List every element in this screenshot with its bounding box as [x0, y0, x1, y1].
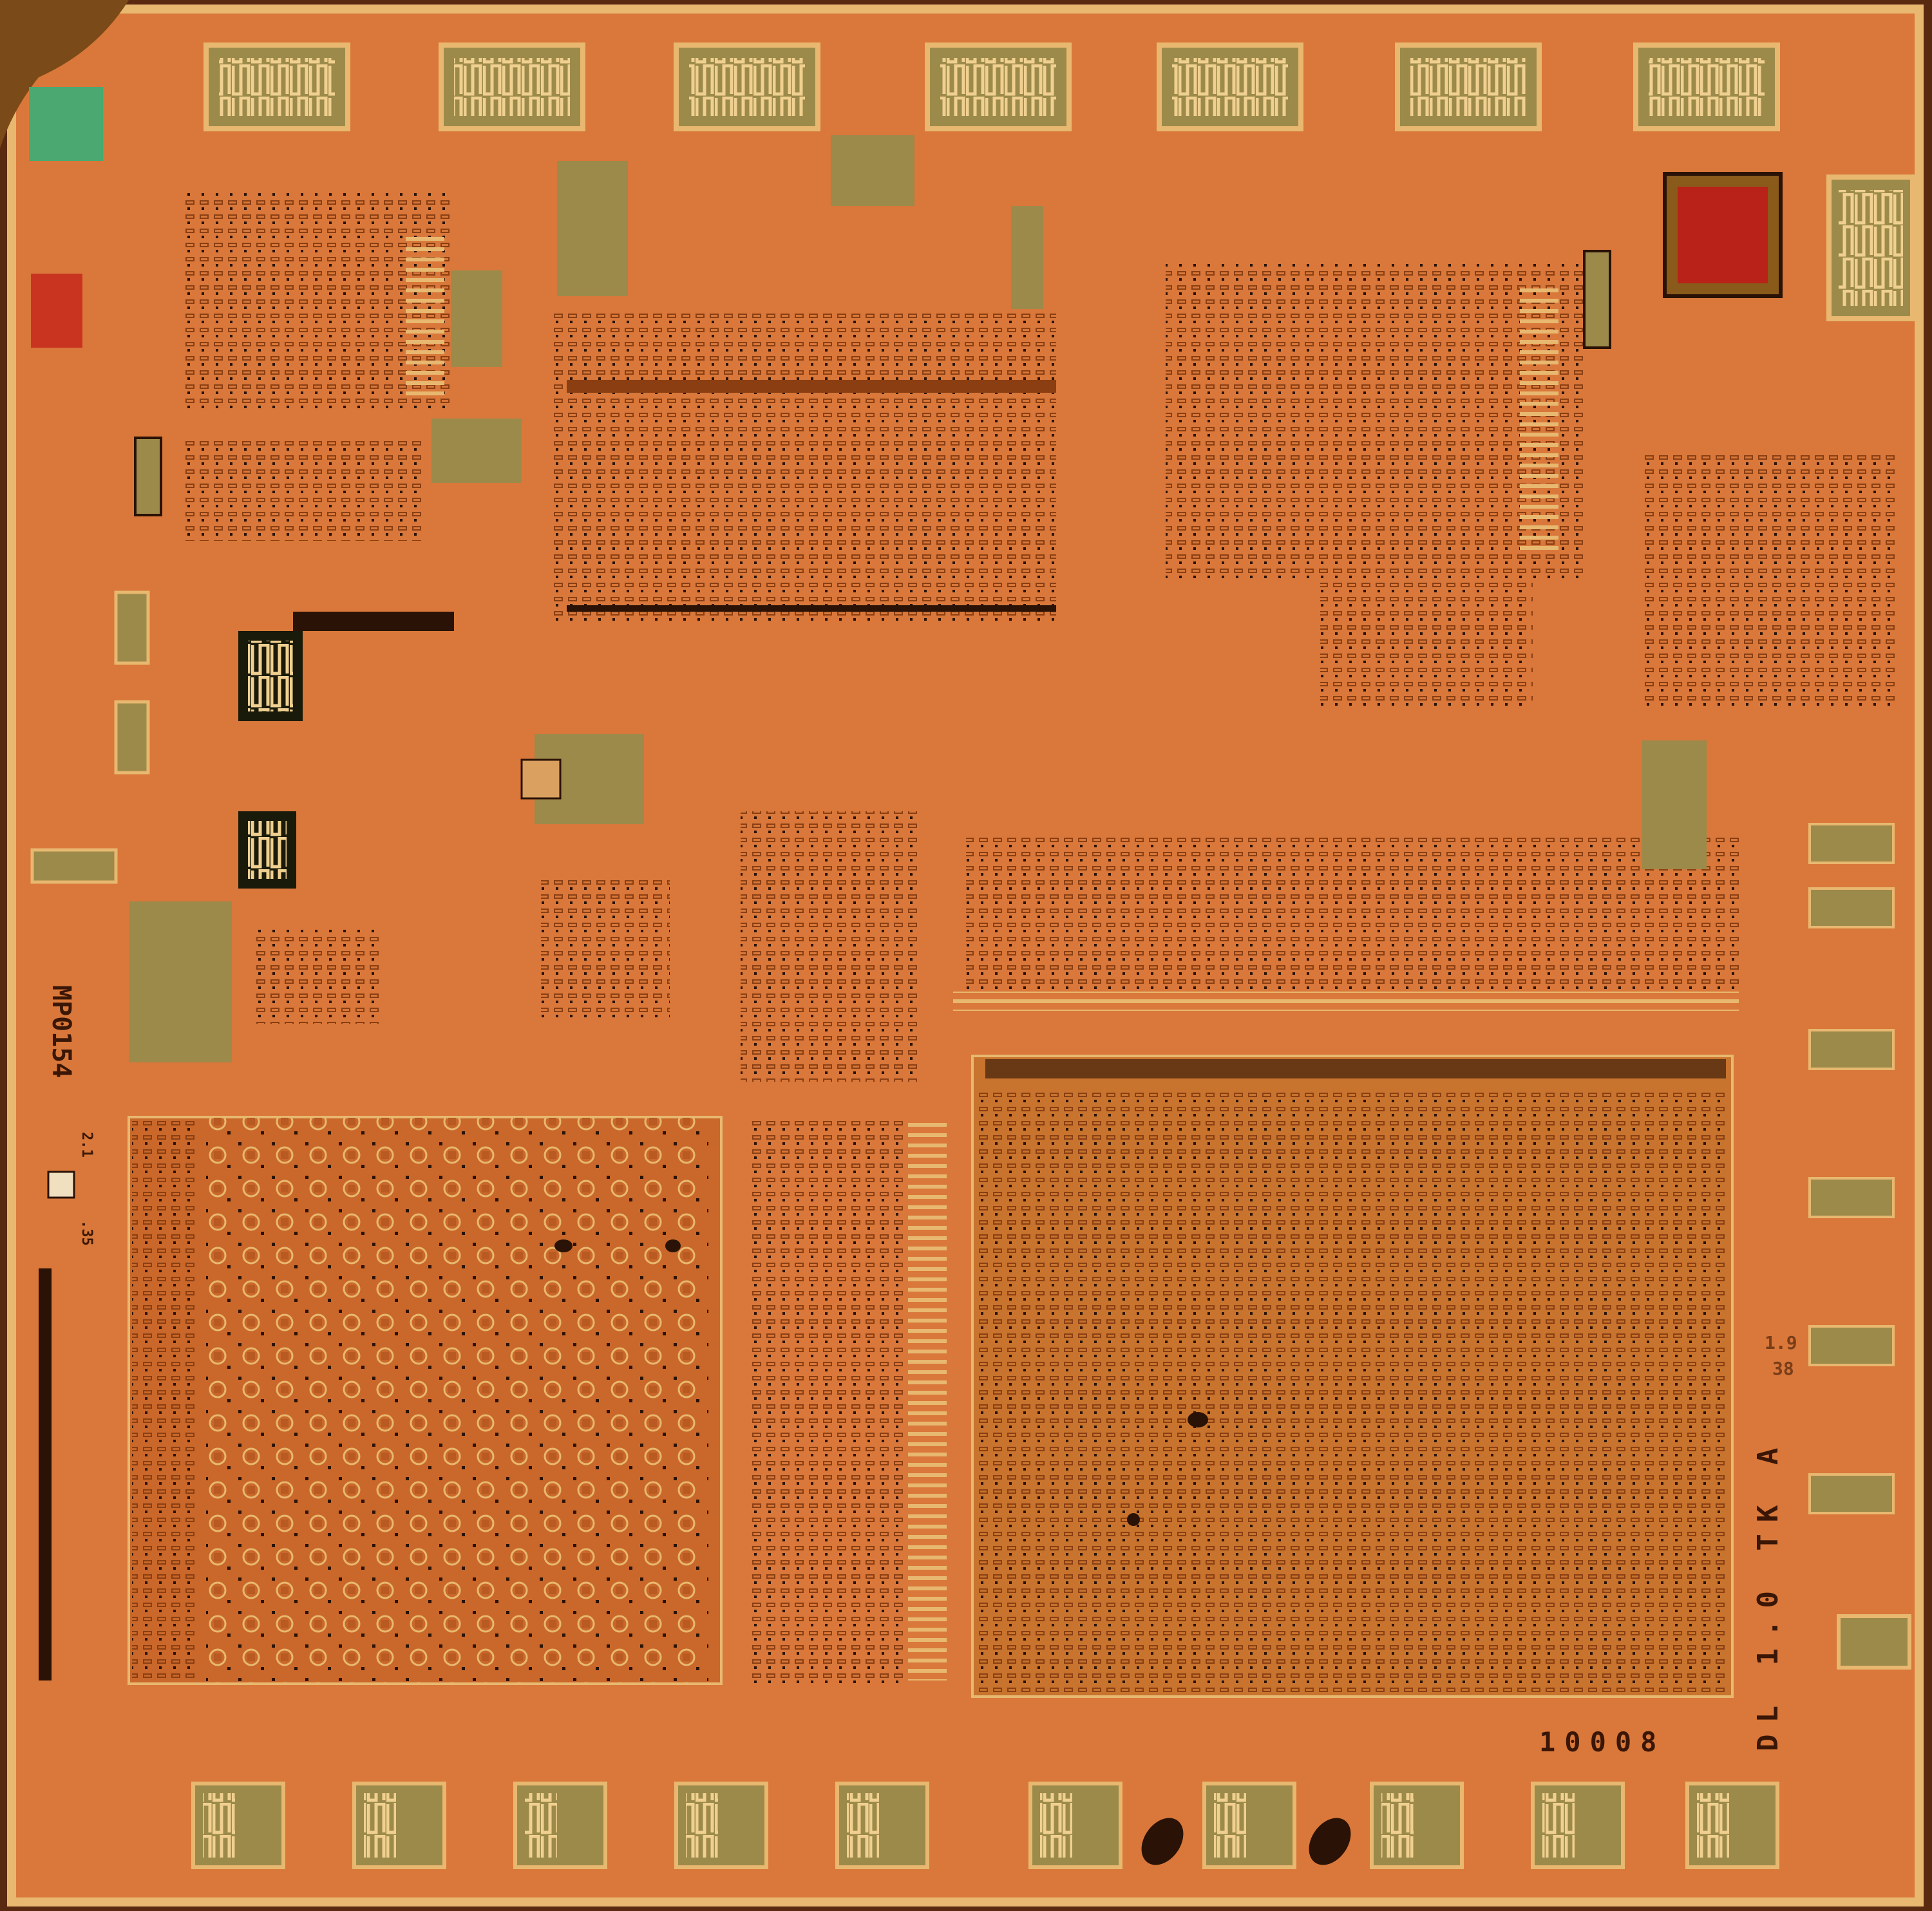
red-test-pad-left [31, 274, 82, 348]
lower-left-array [128, 1116, 723, 1685]
corner-features [0, 0, 1915, 1670]
part-number-marking: MP0154 [46, 985, 76, 1078]
middle-logic-row [541, 740, 1739, 1082]
sub-rev-marking: .35 [79, 1220, 95, 1246]
green-test-pad [29, 87, 103, 161]
code-b-marking: 38 [1772, 1358, 1794, 1379]
upper-middle-logic [554, 135, 1056, 625]
debris [554, 1239, 1351, 1865]
left-probe-pad [47, 1171, 75, 1199]
upper-right-logic [1166, 250, 1900, 708]
central-bus [747, 1117, 947, 1684]
bottom-bond-pads [191, 1782, 1779, 1869]
upper-left-logic [134, 193, 522, 541]
right-side-pads [1808, 823, 1895, 1514]
top-bond-pads [204, 42, 1780, 131]
code-a-marking: 1.9 [1765, 1332, 1797, 1353]
red-test-pad-right [1678, 187, 1768, 283]
mask-marking: DL 1.0 TK A [1752, 1436, 1785, 1751]
revision-marking: 2.1 [79, 1132, 95, 1158]
serial-marking: 10008 [1539, 1726, 1665, 1758]
left-power-rail [39, 1268, 52, 1680]
lower-right-array [971, 1055, 1734, 1698]
mid-left-analog [30, 590, 644, 1062]
